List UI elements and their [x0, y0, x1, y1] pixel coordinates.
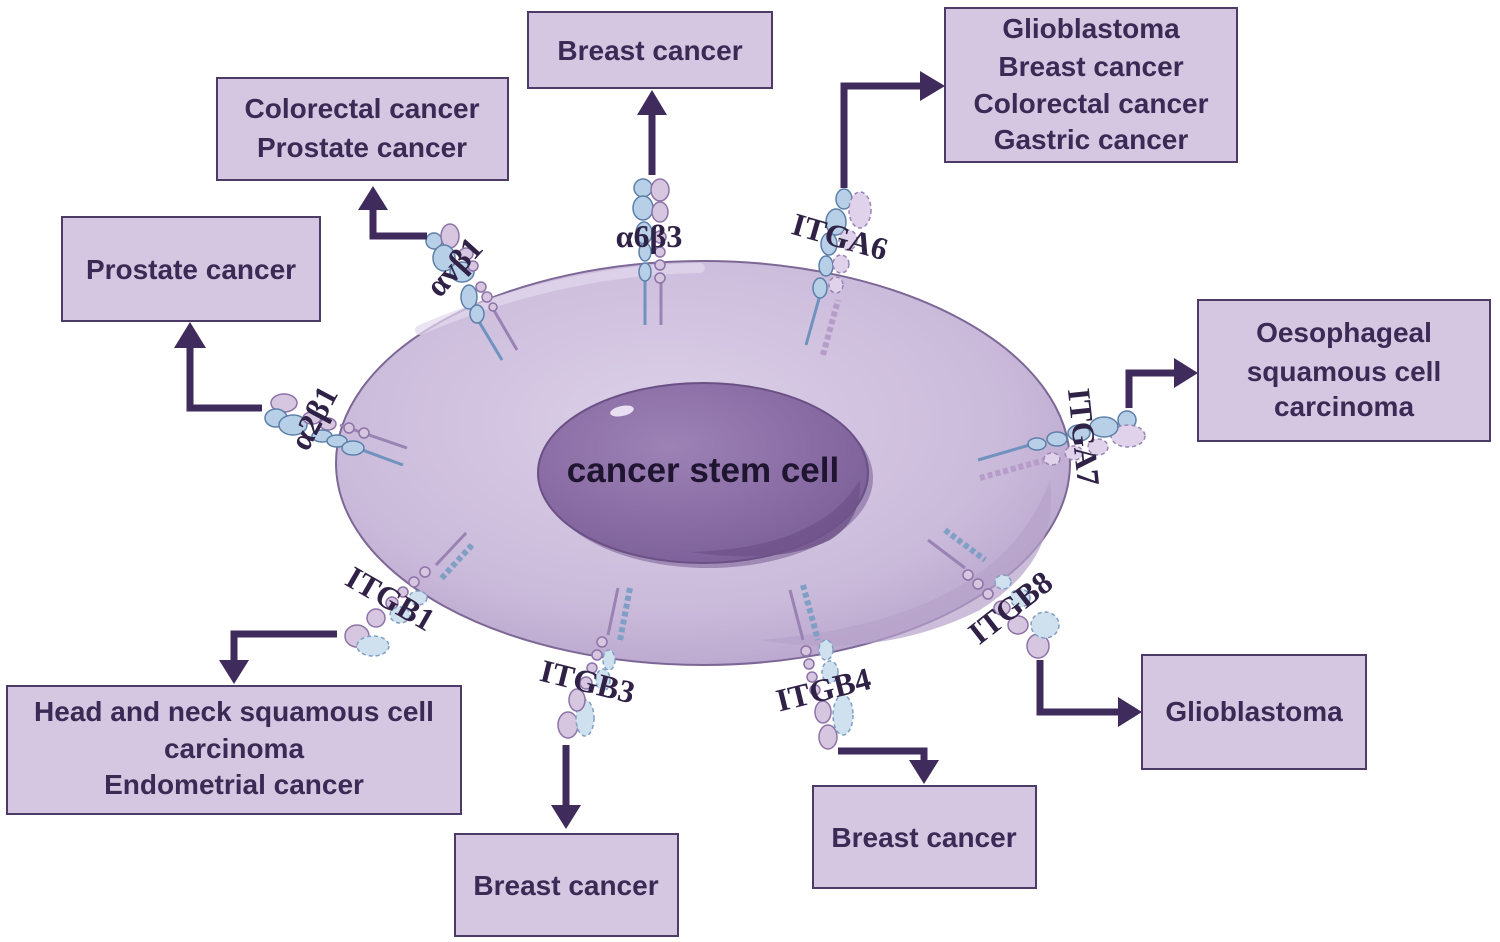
- integrin-itga7-receptor: [977, 410, 1146, 481]
- box-itgb8: Glioblastoma: [1141, 654, 1367, 770]
- box-a6b3-line-1: Breast cancer: [557, 35, 742, 66]
- box-itga7-line-2: squamous cell: [1247, 356, 1442, 387]
- integrin-itgb1-receptor: [344, 531, 475, 657]
- box-itga7-line-3: carcinoma: [1274, 391, 1414, 422]
- box-itgb1-line-2: carcinoma: [164, 733, 304, 764]
- box-a2b1-line-1: Prostate cancer: [86, 254, 296, 285]
- integrin-itgb8-receptor: [927, 527, 1060, 659]
- box-itga6-line-2: Breast cancer: [998, 51, 1183, 82]
- box-itga6-line-3: Colorectal cancer: [974, 88, 1209, 119]
- arrow-avb1: [369, 205, 427, 240]
- box-avb1: Colorectal cancer Prostate cancer: [216, 77, 509, 181]
- box-itga6-line-1: Glioblastoma: [1002, 13, 1180, 44]
- box-itga7-line-1: Oesophageal: [1256, 317, 1432, 348]
- integrin-avb1-receptor: [425, 223, 519, 361]
- arrow-itgb8: [1036, 660, 1122, 716]
- arrow-a2b1: [186, 340, 262, 412]
- box-itga6-line-4: Gastric cancer: [994, 124, 1189, 155]
- cell-label: cancer stem cell: [567, 451, 839, 490]
- box-a2b1: Prostate cancer: [61, 216, 321, 322]
- integrin-itga6-receptor: [804, 188, 872, 356]
- integrin-a6b3-receptor: [632, 178, 670, 325]
- integrin-itgb3-receptor: [557, 587, 633, 739]
- arrow-itga6: [840, 82, 925, 188]
- box-itgb8-line-1: Glioblastoma: [1165, 696, 1343, 727]
- box-itgb4-line-1: Breast cancer: [831, 822, 1016, 853]
- box-a6b3: Breast cancer: [527, 11, 773, 89]
- arrow-itga7: [1125, 369, 1178, 408]
- box-itgb1-line-3: Endometrial cancer: [104, 769, 364, 800]
- integrin-a2b1-receptor: [264, 393, 408, 467]
- box-avb1-line-1: Colorectal cancer: [245, 93, 480, 124]
- box-itgb1: Head and neck squamous cell carcinoma En…: [6, 685, 462, 815]
- arrows: [174, 71, 1198, 829]
- arrow-itgb1: [230, 630, 337, 664]
- box-itgb3: Breast cancer: [454, 833, 679, 937]
- integrin-itgb4-receptor: [788, 584, 854, 750]
- box-itgb3-line-1: Breast cancer: [473, 870, 658, 901]
- box-itgb4: Breast cancer: [812, 785, 1037, 889]
- integrin-label-a6b3: α6β3: [616, 218, 683, 254]
- box-itgb1-line-1: Head and neck squamous cell: [34, 696, 434, 727]
- box-avb1-line-2: Prostate cancer: [257, 132, 467, 163]
- nucleus: [537, 382, 873, 568]
- box-itga6: Glioblastoma Breast cancer Colorectal ca…: [944, 7, 1238, 163]
- box-itga7: Oesophageal squamous cell carcinoma: [1197, 299, 1491, 442]
